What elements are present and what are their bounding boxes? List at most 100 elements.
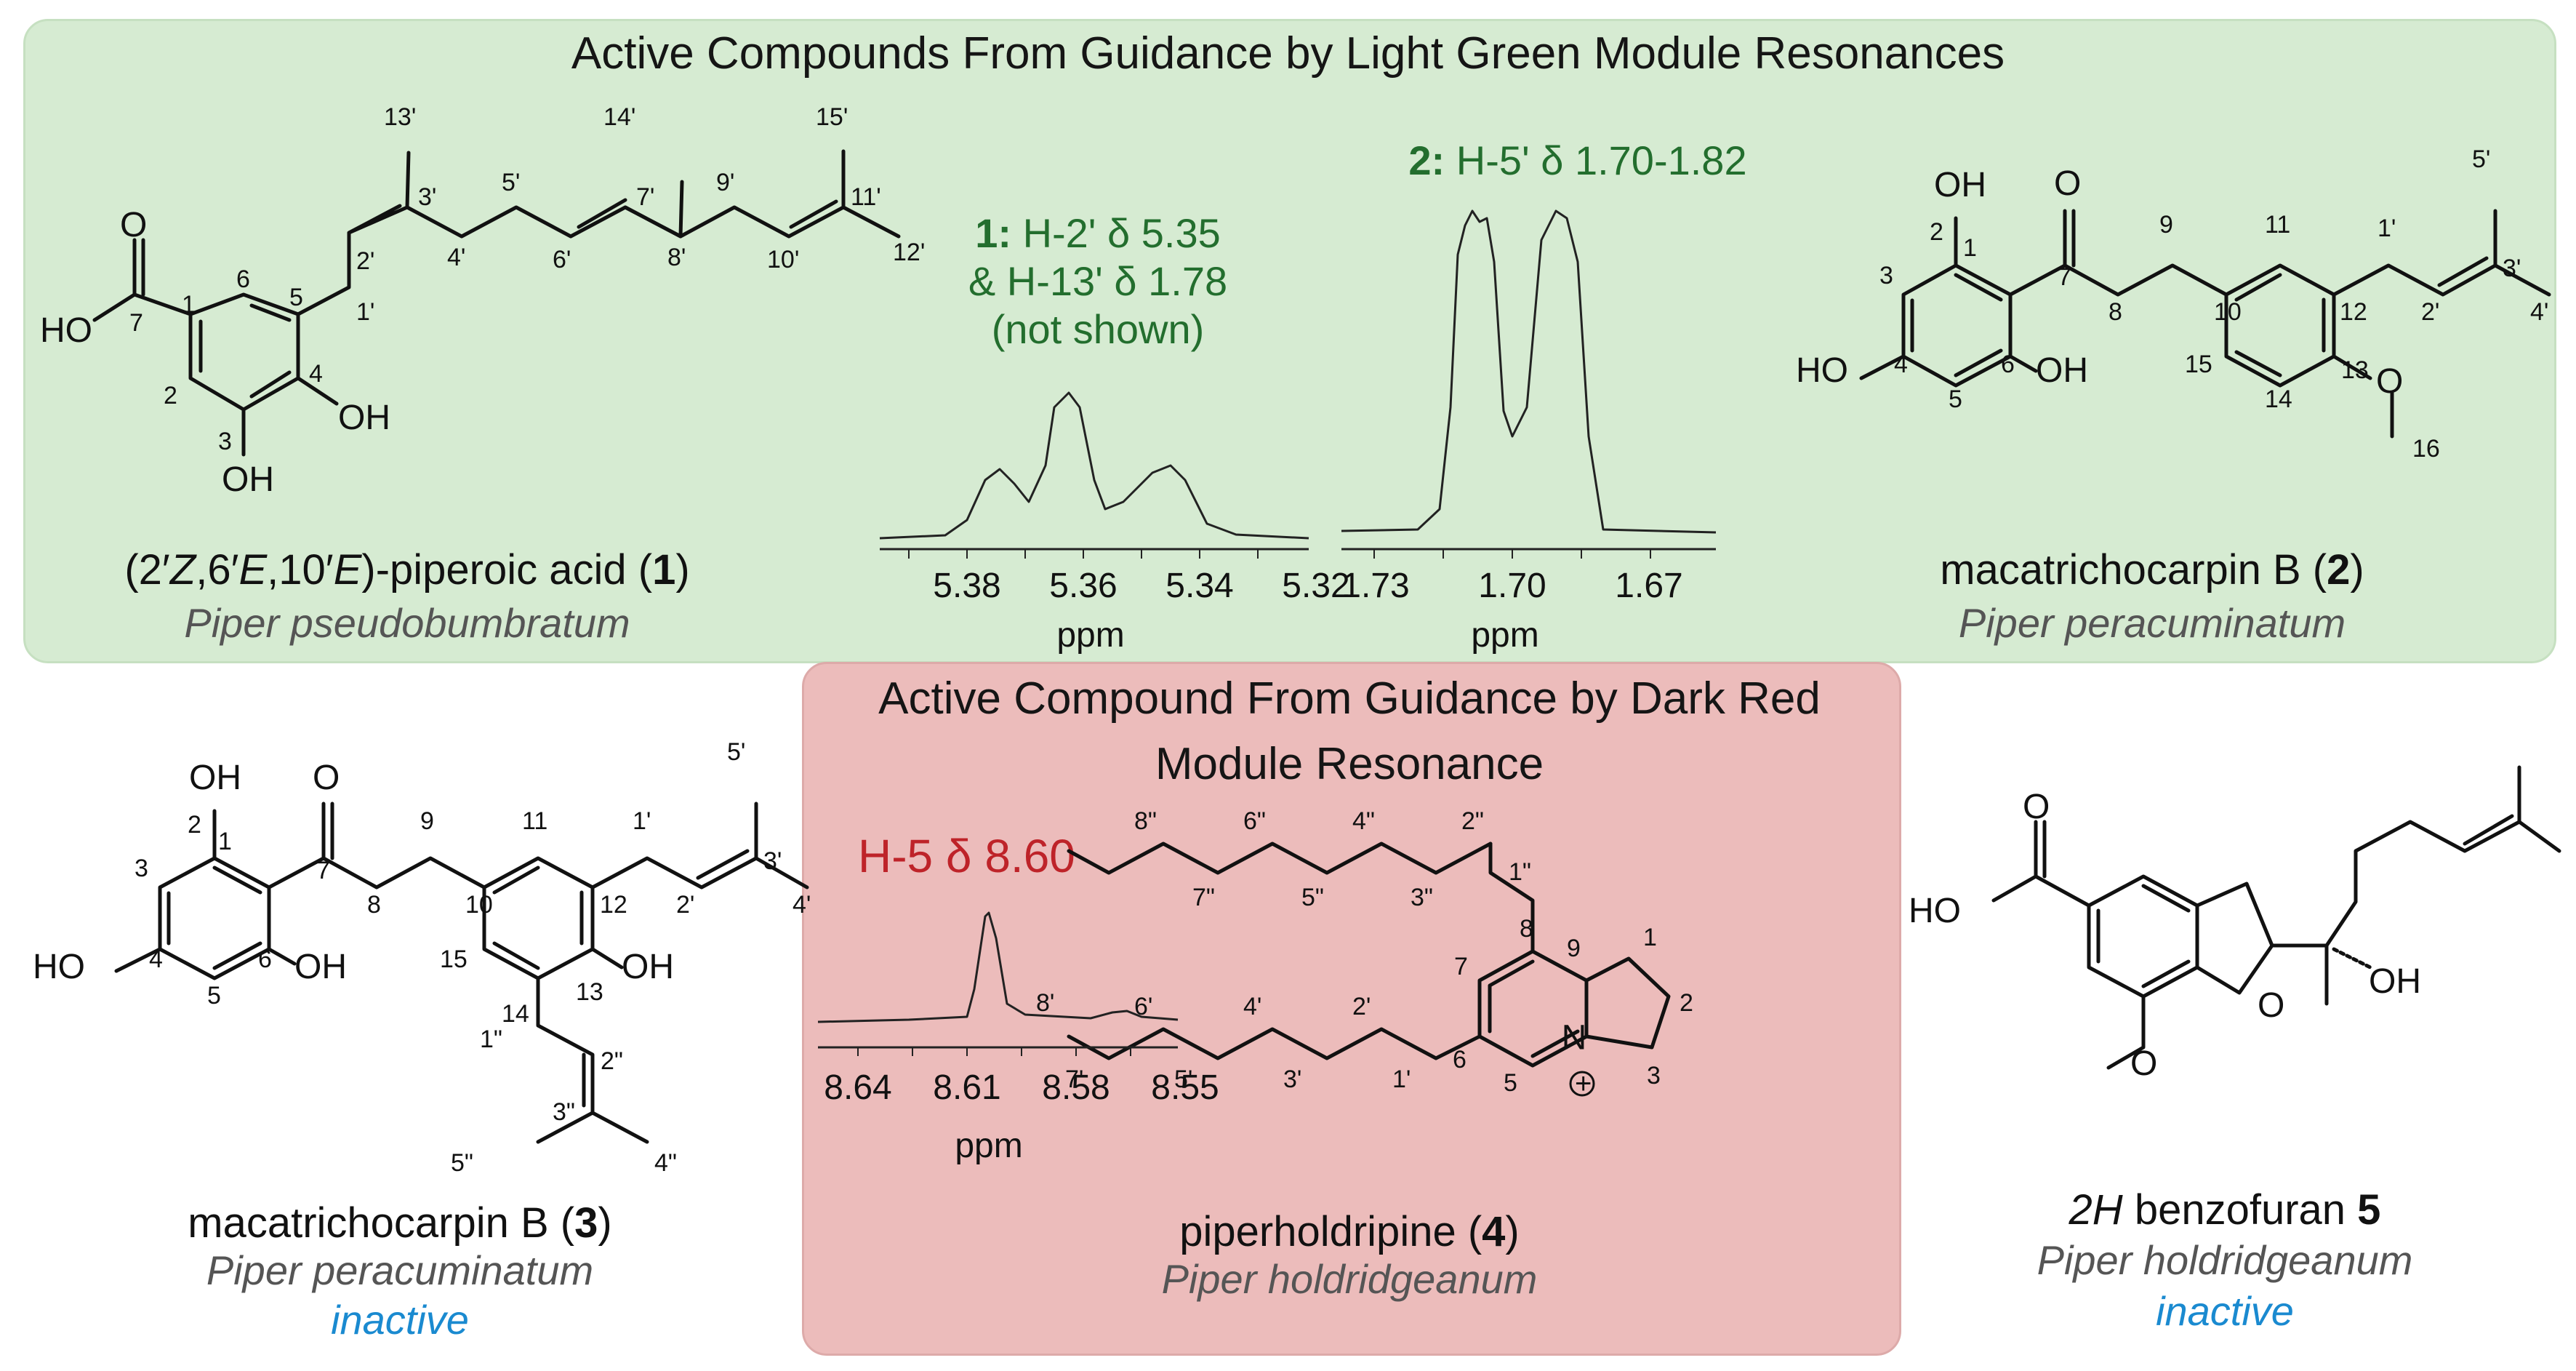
position-number: 12 <box>2340 298 2367 326</box>
position-number: 3' <box>763 847 782 875</box>
position-number: 1' <box>2378 215 2396 242</box>
position-number: 9 <box>1567 935 1581 962</box>
position-number: 6 <box>258 946 272 973</box>
nmr-1-tick: 5.38 <box>933 567 1001 605</box>
position-number: 14 <box>502 1000 529 1028</box>
compound-5-name: 2H benzofuran 5 <box>2069 1186 2381 1234</box>
green-module-panel <box>23 19 2556 663</box>
position-number: 4" <box>654 1149 677 1177</box>
position-number: 1' <box>356 298 374 326</box>
position-number: 15 <box>440 946 468 973</box>
compound-3-status: inactive <box>331 1297 469 1343</box>
nmr-2-spectrum <box>1341 209 1717 534</box>
position-number: 8 <box>367 891 381 919</box>
position-number: 15' <box>816 103 848 131</box>
compound-2-species: Piper peracuminatum <box>1958 600 2346 646</box>
position-number: 6 <box>236 265 250 293</box>
atom-label: O <box>2376 362 2403 401</box>
position-number: 1" <box>1509 858 1531 886</box>
atom-label: O <box>2054 164 2081 203</box>
compound-3-name: macatrichocarpin B (3) <box>188 1199 612 1247</box>
position-number: 5" <box>451 1149 473 1177</box>
atom-label: OH <box>338 399 390 437</box>
position-number: 7 <box>316 857 330 884</box>
position-number: 1 <box>1643 924 1657 951</box>
position-number: 7 <box>129 309 143 337</box>
position-number: 14 <box>2265 385 2292 413</box>
compound-5-species: Piper holdridgeanum <box>2037 1237 2413 1283</box>
position-number: 4' <box>1243 993 1261 1020</box>
position-number: 5 <box>1949 385 1962 413</box>
position-number: 7 <box>1454 953 1468 980</box>
compound-2-name: macatrichocarpin B (2) <box>1940 546 2364 593</box>
atom-label: O <box>2023 788 2050 826</box>
nmr-1-tick: 5.34 <box>1165 567 1234 605</box>
position-number: 11 <box>522 807 547 835</box>
position-number: 1' <box>633 807 651 835</box>
position-number: 14' <box>603 103 635 131</box>
green-panel-title: Active Compounds From Guidance by Light … <box>571 28 2005 79</box>
nmr-2-tick: 1.70 <box>1478 567 1546 605</box>
position-number: 5 <box>207 982 221 1010</box>
atom-label: O <box>2130 1044 2157 1083</box>
position-number: 5 <box>289 284 303 311</box>
compound-1-species: Piper pseudobumbratum <box>184 600 630 646</box>
red-module-panel <box>802 662 1901 1356</box>
position-number: 5" <box>1301 884 1324 911</box>
position-number: 8' <box>1036 989 1054 1017</box>
nmr-1-tick: 5.32 <box>1282 567 1350 605</box>
compound-5-structure <box>1991 765 2561 1070</box>
position-number: 3 <box>218 428 232 455</box>
compound-1-name: (2′Z,6′E,10′E)-piperoic acid (1) <box>124 546 690 593</box>
position-number: 5' <box>1174 1066 1192 1093</box>
position-number: 5 <box>1504 1069 1517 1097</box>
position-number: 1" <box>480 1026 502 1053</box>
position-number: 4 <box>149 946 163 973</box>
atom-label: OH <box>189 759 241 797</box>
compound-3-structure <box>114 802 809 1144</box>
red-panel-title-line1: Active Compound From Guidance by Dark Re… <box>878 673 1821 724</box>
nmr-4-axis-label: ppm <box>955 1127 1023 1165</box>
atom-label: O <box>313 759 340 797</box>
position-number: 2' <box>356 247 374 275</box>
position-number: 10 <box>465 891 493 919</box>
position-number: 7' <box>1065 1066 1083 1093</box>
position-number: 7 <box>2058 263 2071 291</box>
compound-5-status: inactive <box>2156 1288 2294 1334</box>
position-number: 3' <box>2503 255 2521 282</box>
nmr-2-tick: 1.73 <box>1341 567 1410 605</box>
compound-3-species: Piper peracuminatum <box>206 1247 594 1293</box>
position-number: 9 <box>420 807 434 835</box>
atom-label: OH <box>622 948 674 986</box>
position-number: 1 <box>182 291 196 319</box>
red-panel-title-line2: Module Resonance <box>1155 739 1544 789</box>
position-number: 7' <box>636 183 654 211</box>
position-number: 2' <box>2421 298 2439 326</box>
atom-label: N <box>1562 1019 1587 1058</box>
atom-label: OH <box>2369 962 2421 1001</box>
nmr-2-tick: 1.67 <box>1615 567 1683 605</box>
position-number: 6' <box>553 246 571 273</box>
atom-label: OH <box>1934 166 1986 204</box>
nmr-4-tick: 8.61 <box>933 1068 1001 1107</box>
nmr-4-label: H-5 δ 8.60 <box>858 830 1075 882</box>
position-number: 4" <box>1352 807 1375 835</box>
position-number: 3" <box>553 1098 575 1126</box>
position-number: 3' <box>1283 1066 1301 1093</box>
nmr-2-axis-label: ppm <box>1471 616 1539 655</box>
compound-4-structure <box>1067 842 1671 1068</box>
nmr-1-axis-label: ppm <box>1056 616 1125 655</box>
position-number: 10 <box>2214 298 2242 326</box>
position-number: 3" <box>1411 884 1433 911</box>
nmr-1-label: 1: H-2' δ 5.35 & H-13' δ 1.78 (not shown… <box>968 210 1228 352</box>
compound-2-structure <box>1859 209 2551 439</box>
position-number: 13' <box>384 103 416 131</box>
position-number: 13 <box>2341 356 2369 384</box>
position-number: 3 <box>1647 1062 1661 1090</box>
position-number: 7" <box>1192 884 1215 911</box>
position-number: 1 <box>218 828 232 855</box>
position-number: 6" <box>1243 807 1266 835</box>
position-number: 6' <box>1134 993 1152 1020</box>
position-number: 16 <box>2412 435 2440 463</box>
